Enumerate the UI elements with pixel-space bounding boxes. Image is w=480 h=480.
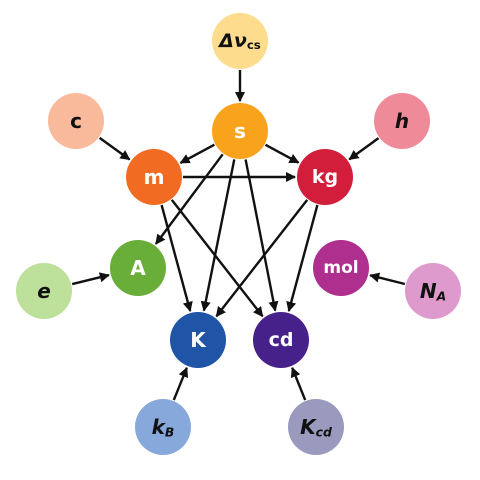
edges-layer bbox=[71, 70, 406, 401]
edge-s-to-K bbox=[200, 159, 236, 312]
node-label-dvcs: Δνcs bbox=[217, 30, 261, 52]
node-circle-h bbox=[374, 93, 430, 149]
node-label-e: e bbox=[37, 279, 51, 303]
edge-e-to-A bbox=[71, 272, 110, 286]
node-label-h: h bbox=[395, 109, 409, 133]
node-label-s: s bbox=[234, 119, 246, 143]
edge-s-to-cd bbox=[244, 159, 279, 312]
node-NA: NA bbox=[405, 263, 461, 319]
node-e: e bbox=[16, 263, 72, 319]
node-label-main-m: m bbox=[144, 165, 165, 189]
node-label-A: A bbox=[130, 256, 146, 280]
node-circle-c bbox=[48, 93, 104, 149]
node-label-main-K: K bbox=[190, 328, 207, 352]
node-label-main-h: h bbox=[395, 109, 409, 133]
node-circle-cd bbox=[253, 312, 309, 368]
node-circle-NA bbox=[405, 263, 461, 319]
node-A: A bbox=[110, 240, 166, 296]
edge-m-to-cd bbox=[170, 199, 264, 318]
node-dvcs: Δνcs bbox=[212, 13, 268, 69]
edge-s-to-m bbox=[179, 143, 215, 164]
node-K: K bbox=[170, 312, 226, 368]
edge-kg-to-cd bbox=[286, 204, 319, 312]
node-m: m bbox=[126, 149, 182, 205]
node-label-sub-kB: B bbox=[165, 424, 174, 439]
edge-kB-to-K bbox=[172, 366, 189, 401]
node-c: c bbox=[48, 93, 104, 149]
node-label-kB: kB bbox=[152, 415, 175, 439]
node-label-main-dvcs: Δν bbox=[217, 30, 247, 52]
node-circle-mol bbox=[313, 240, 369, 296]
node-label-kg: kg bbox=[312, 166, 338, 188]
node-label-main-mol: mol bbox=[323, 258, 358, 278]
node-label-main-A: A bbox=[130, 256, 146, 280]
node-circle-dvcs bbox=[212, 13, 268, 69]
node-label-main-e: e bbox=[37, 279, 51, 303]
node-h: h bbox=[374, 93, 430, 149]
edge-m-to-K bbox=[160, 204, 193, 312]
edge-NA-to-mol bbox=[369, 272, 406, 286]
node-label-NA: NA bbox=[420, 279, 446, 303]
node-label-m: m bbox=[144, 165, 165, 189]
node-Kcd: Kcd bbox=[288, 399, 344, 455]
node-circle-s bbox=[212, 103, 268, 159]
node-label-Kcd: Kcd bbox=[300, 415, 332, 439]
edge-s-to-kg bbox=[264, 143, 300, 164]
node-kg: kg bbox=[297, 149, 353, 205]
node-label-sub-NA: A bbox=[436, 288, 447, 303]
node-label-cd: cd bbox=[269, 329, 294, 351]
node-mol: mol bbox=[313, 240, 369, 296]
node-circle-kB bbox=[135, 399, 191, 455]
node-label-main-NA: N bbox=[420, 279, 437, 303]
edge-Kcd-to-cd bbox=[290, 366, 307, 401]
node-label-main-Kcd: K bbox=[300, 415, 317, 439]
node-cd: cd bbox=[253, 312, 309, 368]
node-label-main-kB: k bbox=[152, 415, 167, 439]
node-circle-K bbox=[170, 312, 226, 368]
node-label-main-c: c bbox=[70, 109, 82, 133]
node-label-main-cd: cd bbox=[269, 329, 294, 351]
node-s: s bbox=[212, 103, 268, 159]
node-circle-e bbox=[16, 263, 72, 319]
edge-h-to-kg bbox=[348, 137, 380, 161]
node-circle-m bbox=[126, 149, 182, 205]
node-circle-A bbox=[110, 240, 166, 296]
edge-kg-to-K bbox=[215, 199, 309, 318]
node-label-sub-Kcd: cd bbox=[316, 424, 332, 439]
node-label-K: K bbox=[190, 328, 207, 352]
node-circle-Kcd bbox=[288, 399, 344, 455]
node-label-mol: mol bbox=[323, 258, 358, 278]
node-label-main-kg: kg bbox=[312, 166, 338, 188]
node-label-c: c bbox=[70, 109, 82, 133]
edge-c-to-m bbox=[98, 136, 131, 161]
node-circle-kg bbox=[297, 149, 353, 205]
node-label-sub-dvcs: cs bbox=[247, 38, 261, 52]
node-kB: kB bbox=[135, 399, 191, 455]
node-label-main-s: s bbox=[234, 119, 246, 143]
